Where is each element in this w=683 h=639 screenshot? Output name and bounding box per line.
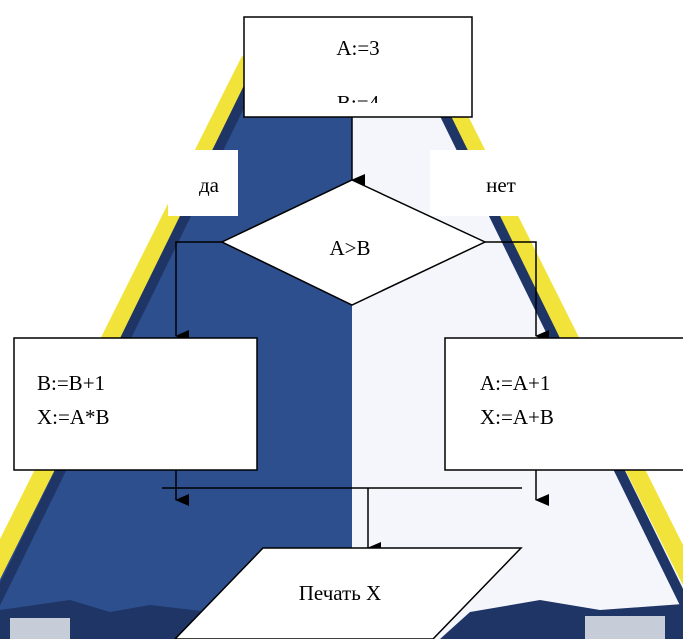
yes-action-line1: B:=B+1 [37,371,105,395]
yes-action-line2: X:=A*B [37,405,110,429]
background-letters-white-left [10,618,70,639]
no-action-line1: A:=A+1 [480,371,550,395]
yes-label-box [168,150,238,216]
branch-yes-line [175,241,222,342]
decision-diamond [220,179,487,306]
background-letters-white-right [585,616,665,639]
no-action-block [444,337,683,471]
start-block-line2-partial: B:=4 [337,91,380,115]
no-label: нет [486,173,516,197]
no-label-box [430,150,570,216]
yes-action-block [13,337,258,471]
output-text: Печать X [299,581,381,605]
start-block-line1: A:=3 [336,36,379,60]
decision-condition: A>B [329,236,370,260]
yes-label: да [199,173,220,197]
no-action-line2: X:=A+B [480,405,554,429]
output-block [173,547,523,639]
branch-no-line [485,241,549,342]
start-block [243,16,473,118]
